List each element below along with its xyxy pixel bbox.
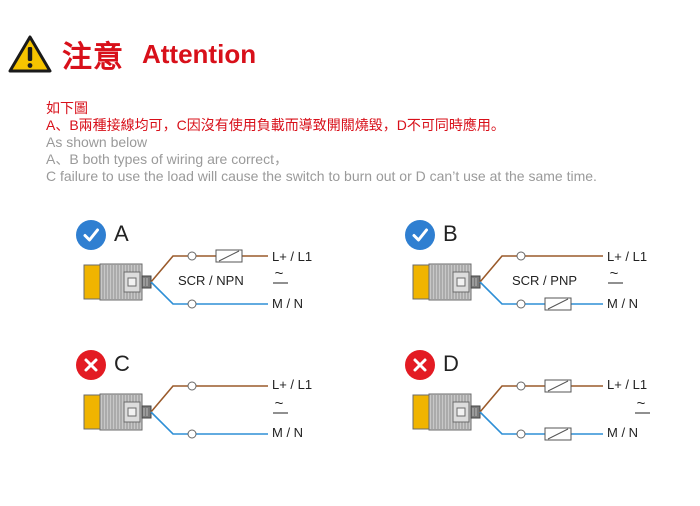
terminal-top-contact	[187, 251, 197, 261]
wiring-diagram-a: A SCR / NPN L+ / L1 ~— M / N	[76, 220, 406, 330]
attention-header: 注意 Attention	[8, 30, 256, 78]
wire-blue	[150, 281, 188, 305]
wire-blue	[150, 411, 188, 435]
terminal-bottom-label: M / N	[607, 425, 639, 440]
diagram-letter: D	[443, 351, 459, 376]
terminal-bottom-label: M / N	[272, 425, 304, 440]
note-line-en-heading: As shown below	[46, 134, 148, 150]
wire-blue	[479, 411, 517, 435]
proximity-sensor	[83, 263, 152, 301]
sensor-led-window	[456, 277, 466, 287]
terminal-bottom-contact	[516, 429, 526, 439]
terminal-bottom-contact	[516, 299, 526, 309]
load-slash	[547, 428, 569, 440]
wire-brown	[479, 255, 517, 283]
cross-icon	[405, 350, 435, 380]
terminal-bottom-label: M / N	[607, 296, 639, 311]
warning-triangle-icon	[8, 35, 52, 73]
ac-symbol: ~—	[608, 265, 623, 291]
check-icon	[405, 220, 435, 250]
wire-blue	[479, 281, 517, 305]
terminal-top-contact	[516, 381, 526, 391]
load-slash	[547, 298, 569, 310]
wire-brown	[150, 255, 188, 283]
note-line-cn-heading: 如下圖	[46, 100, 88, 116]
terminal-top-label: L+ / L1	[272, 249, 313, 264]
wire-brown	[479, 385, 517, 413]
sensor-cap	[83, 394, 101, 430]
sensor-cap	[83, 264, 101, 300]
proximity-sensor	[83, 393, 152, 431]
terminal-bottom-contact	[187, 299, 197, 309]
wiring-diagram-b: B SCR / PNP L+ / L1 ~— M / N	[405, 220, 700, 330]
note-line-cn-body: A、B兩種接線均可，C因沒有使用負載而導致開關燒毀，D不可同時應用。	[46, 117, 505, 133]
terminal-bottom-contact	[187, 429, 197, 439]
terminal-top-label: L+ / L1	[272, 377, 313, 392]
diagram-letter: A	[114, 221, 129, 246]
ac-symbol: ~—	[273, 395, 288, 421]
load-symbol	[544, 379, 572, 393]
wiring-schematic	[412, 251, 603, 311]
wiring-schematic	[83, 249, 268, 309]
load-slash	[218, 250, 240, 262]
terminal-bottom-label: M / N	[272, 296, 304, 311]
wiring-schematic	[83, 381, 268, 439]
diagram-letter: B	[443, 221, 458, 246]
diagram-letter: C	[114, 351, 130, 376]
check-icon	[76, 220, 106, 250]
terminal-top-contact	[187, 381, 197, 391]
wiring-diagram-c: C L+ / L1 ~— M / N	[76, 350, 406, 460]
note-line-en-cd: C failure to use the load will cause the…	[46, 168, 597, 184]
terminal-top-contact	[516, 251, 526, 261]
proximity-sensor	[412, 393, 481, 431]
ac-symbol: ~—	[635, 395, 650, 421]
cross-icon	[76, 350, 106, 380]
load-symbol	[544, 297, 572, 311]
wiring-schematic	[412, 379, 603, 441]
sensor-led-window	[127, 407, 137, 417]
sensor-led-window	[456, 407, 466, 417]
notes-block: 如下圖 A、B兩種接線均可，C因沒有使用負載而導致開關燒毀，D不可同時應用。 A…	[46, 100, 597, 185]
terminal-top-label: L+ / L1	[607, 377, 648, 392]
wiring-diagram-d: D L+ / L1 ~— M / N	[405, 350, 700, 460]
title-english: Attention	[142, 38, 257, 69]
sensor-cap	[412, 394, 430, 430]
load-symbol	[215, 249, 243, 263]
mode-label: SCR / PNP	[512, 273, 578, 288]
title-chinese: 注意	[62, 40, 124, 75]
mode-label: SCR / NPN	[178, 273, 244, 288]
note-line-en-ab: A、B both types of wiring are correct，	[46, 151, 288, 167]
load-symbol	[544, 427, 572, 441]
sensor-cap	[412, 264, 430, 300]
wire-brown	[150, 385, 188, 413]
ac-symbol: ~—	[273, 265, 288, 291]
proximity-sensor	[412, 263, 481, 301]
terminal-top-label: L+ / L1	[607, 249, 648, 264]
load-slash	[547, 380, 569, 392]
sensor-led-window	[127, 277, 137, 287]
